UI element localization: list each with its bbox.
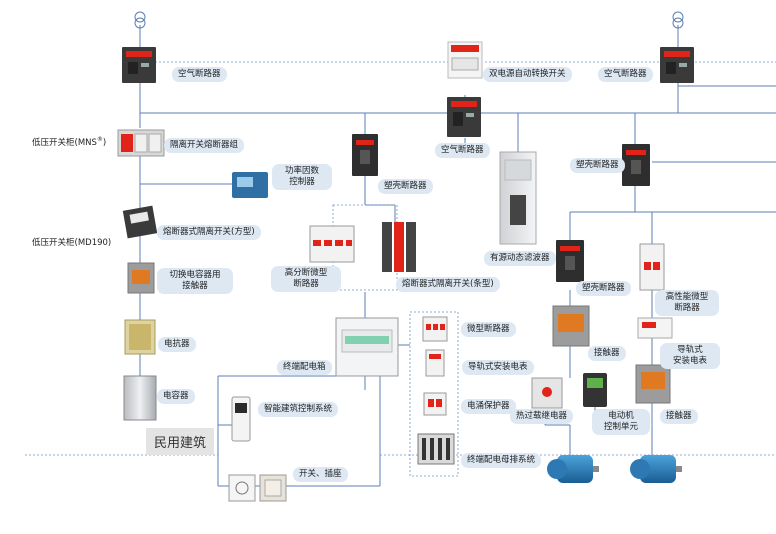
reactor-device	[124, 319, 156, 355]
label-reactor: 电抗器	[158, 337, 196, 352]
label-contactor-switching-line2: 接触器	[182, 281, 208, 291]
label-contactor-switching: 切换电容器用 接触器	[157, 268, 233, 294]
label-mcb: 微型断路器	[461, 322, 516, 337]
label-mcb-high-line2: 断路器	[293, 279, 319, 289]
label-acb-center: 空气断路器	[435, 143, 490, 158]
label-mns-end: )	[102, 137, 107, 148]
busbar-device	[417, 433, 455, 465]
transformer-icon-left	[134, 11, 146, 29]
label-mns-sup: ®	[96, 136, 103, 143]
connection-lines	[139, 25, 776, 487]
label-mccb-right: 塑壳断路器	[570, 158, 625, 173]
pf-controller-device	[232, 172, 268, 198]
label-civil-building: 民用建筑	[146, 428, 215, 455]
label-din-meter-right-line2: 安装电表	[672, 356, 707, 366]
socket-device	[228, 474, 256, 502]
label-high-mcb: 高性能微型 断路器	[655, 290, 719, 316]
label-surge: 电涌保护器	[461, 399, 516, 414]
label-contactor-mid: 接触器	[588, 346, 626, 361]
transformer-icon-right	[672, 11, 684, 29]
label-pf-controller: 功率因数 控制器	[272, 164, 332, 190]
label-acb-right: 空气断路器	[598, 67, 653, 82]
label-high-mcb-line2: 断路器	[674, 303, 700, 313]
label-contactor-switching-line1: 切换电容器用	[169, 270, 221, 280]
label-din-meter: 导轨式安装电表	[462, 360, 534, 375]
label-mcb-high: 高分断微型 断路器	[271, 266, 341, 292]
label-thermal-relay: 热过载继电器	[510, 409, 574, 424]
label-mns: 低压开关柜(MNS®)	[32, 134, 106, 149]
capacitor-device	[123, 375, 157, 421]
thermal-relay-device	[531, 377, 563, 409]
label-mcb-high-line1: 高分断微型	[284, 268, 328, 278]
label-mccb-center: 塑壳断路器	[378, 179, 433, 194]
contactor-cap-device	[127, 262, 155, 294]
acb-device-left	[122, 47, 156, 83]
label-switch-socket: 开关、插座	[293, 467, 348, 482]
label-contactor-right: 接触器	[660, 409, 698, 424]
mcb-small-device	[422, 316, 448, 342]
label-smart-building: 智能建筑控制系统	[258, 402, 339, 417]
label-pf-controller-line1: 功率因数	[284, 166, 319, 176]
din-meter-device-small	[425, 349, 445, 377]
label-mccb-low: 塑壳断路器	[576, 281, 631, 296]
label-busbar: 终端配电母排系统	[461, 453, 542, 468]
motor-icon-left	[547, 455, 599, 483]
label-pf-controller-line2: 控制器	[289, 177, 315, 187]
label-fuse-switch-strip: 熔断器式隔离开关(条型)	[396, 277, 500, 292]
label-fuse-switch-square: 熔断器式隔离开关(方型)	[157, 225, 261, 240]
fuse-switch-square-device	[122, 205, 158, 239]
motor-icon-right	[630, 455, 682, 483]
label-din-meter-right-line1: 导轨式	[677, 345, 703, 355]
mccb-device-center	[352, 134, 378, 176]
mcb-high-device	[309, 225, 355, 263]
label-md190: 低压开关柜(MD190)	[32, 238, 112, 248]
label-acb-left: 空气断路器	[172, 67, 227, 82]
label-din-meter-right: 导轨式 安装电表	[660, 343, 720, 369]
mccb-device-low	[556, 240, 584, 282]
active-filter-device	[499, 151, 537, 245]
label-motor-ctrl: 电动机 控制单元	[592, 409, 650, 435]
label-motor-ctrl-line2: 控制单元	[603, 422, 638, 432]
label-mns-text: 低压开关柜(MNS	[32, 137, 97, 148]
motor-ctrl-device	[583, 373, 607, 407]
acb-device-right	[660, 47, 694, 83]
label-high-mcb-line1: 高性能微型	[665, 292, 709, 302]
label-isolator-fuse: 隔离开关熔断器组	[164, 138, 245, 153]
label-ats: 双电源自动转换开关	[483, 67, 572, 82]
contactor-device-mid	[552, 305, 590, 347]
label-terminal-box: 终端配电箱	[277, 360, 332, 375]
acb-device-center	[447, 97, 481, 137]
surge-device	[423, 392, 447, 416]
switch-device	[259, 474, 287, 502]
terminal-box-device	[335, 317, 399, 377]
din-meter-device-right	[637, 317, 673, 339]
high-mcb-device	[639, 243, 665, 291]
smart-building-device	[231, 396, 251, 442]
mccb-device-right	[622, 144, 650, 186]
label-motor-ctrl-line1: 电动机	[608, 411, 634, 421]
label-active-filter: 有源动态滤波器	[484, 251, 556, 266]
fuse-switch-strip-device	[382, 222, 416, 272]
contactor-device-right	[635, 364, 671, 404]
isolator-fuse-device	[117, 129, 165, 157]
ats-device	[447, 41, 483, 79]
label-capacitor: 电容器	[157, 389, 195, 404]
